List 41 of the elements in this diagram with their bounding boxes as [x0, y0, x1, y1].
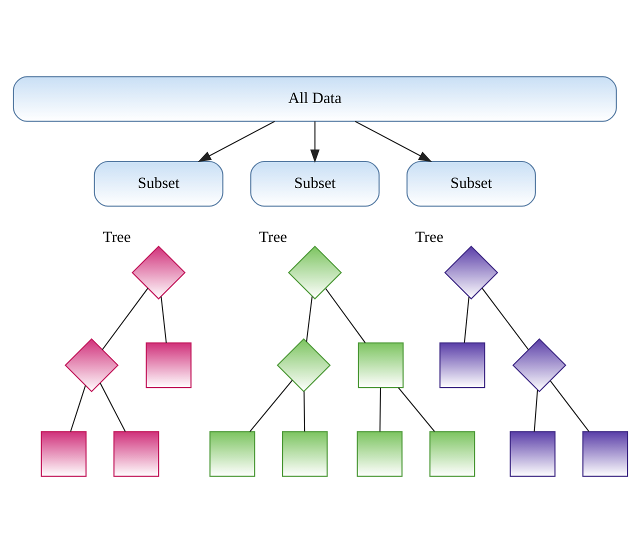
node-diamond — [444, 245, 498, 300]
node-label: Tree — [414, 228, 443, 246]
connector — [533, 389, 538, 432]
node-label: Tree — [258, 228, 287, 246]
node-box — [208, 430, 255, 476]
connector — [305, 296, 312, 342]
arrow — [197, 120, 274, 162]
connector — [398, 386, 434, 432]
node-label: Tree — [102, 228, 130, 246]
node-box: Subset — [406, 160, 536, 206]
node-box — [281, 430, 328, 476]
node-box — [112, 430, 159, 476]
connector — [481, 287, 528, 350]
node-diamond — [276, 338, 330, 392]
connector — [378, 387, 381, 431]
connector — [160, 296, 166, 342]
connector — [70, 384, 86, 432]
connector — [303, 390, 305, 431]
node-box: Subset — [93, 160, 223, 206]
arrow — [354, 120, 432, 162]
node-box — [438, 342, 485, 388]
node-diamond — [64, 338, 118, 392]
node-box — [356, 430, 402, 476]
connector — [101, 287, 148, 350]
connector — [248, 379, 292, 432]
node-box — [582, 430, 628, 476]
node-box: All Data — [12, 76, 616, 122]
node-box — [509, 430, 556, 476]
arrow — [310, 120, 320, 162]
node-box — [145, 342, 192, 388]
node-box — [428, 430, 475, 476]
node-diamond — [131, 245, 186, 300]
connector — [463, 296, 469, 342]
connector — [99, 382, 126, 432]
node-diamond — [512, 338, 566, 392]
connector — [324, 288, 366, 343]
node-box — [357, 342, 404, 388]
connector — [549, 380, 589, 432]
node-box: Subset — [250, 160, 380, 206]
node-diamond — [287, 245, 342, 300]
node-box — [40, 430, 86, 476]
